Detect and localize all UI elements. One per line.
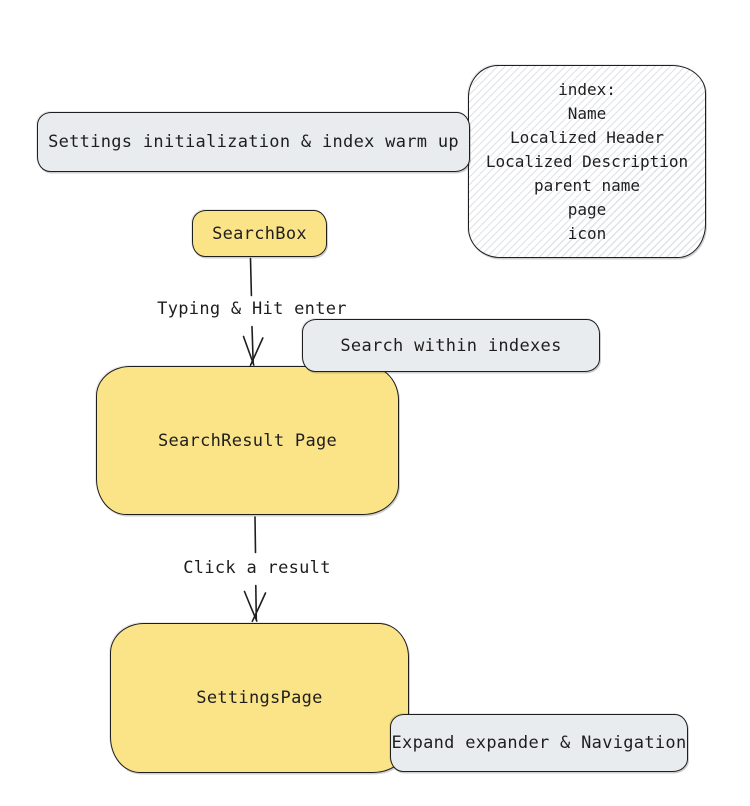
node-label: Expand expander & Navigation xyxy=(391,733,687,753)
arrow-label-click-a-result: Click a result xyxy=(183,558,331,578)
index-card-line: icon xyxy=(567,223,607,243)
index-card-line: Localized Description xyxy=(485,151,689,171)
index-card-line: index: xyxy=(558,79,616,99)
arrow-label-typing-hit-enter: Typing & Hit enter xyxy=(157,299,347,319)
node-label: Settings initialization & index warm up xyxy=(48,132,459,152)
node-settingspage: SettingsPage xyxy=(110,623,409,773)
index-card-line: parent name xyxy=(534,175,640,195)
node-label: SettingsPage xyxy=(196,688,323,708)
node-index-fields: index: Name Localized Header Localized D… xyxy=(468,65,706,258)
index-card-line: Name xyxy=(567,103,607,123)
node-settings-initialization: Settings initialization & index warm up xyxy=(37,112,470,172)
node-label: Search within indexes xyxy=(340,335,562,356)
index-card-line: page xyxy=(567,199,607,219)
node-label: SearchBox xyxy=(212,223,307,244)
node-label: SearchResult Page xyxy=(157,430,338,451)
index-card-line: Localized Header xyxy=(509,127,665,147)
node-searchbox: SearchBox xyxy=(192,210,327,257)
node-expand-expander-navigation: Expand expander & Navigation xyxy=(390,714,688,772)
node-search-within-indexes: Search within indexes xyxy=(302,319,600,372)
node-searchresult-page: SearchResult Page xyxy=(96,366,399,515)
